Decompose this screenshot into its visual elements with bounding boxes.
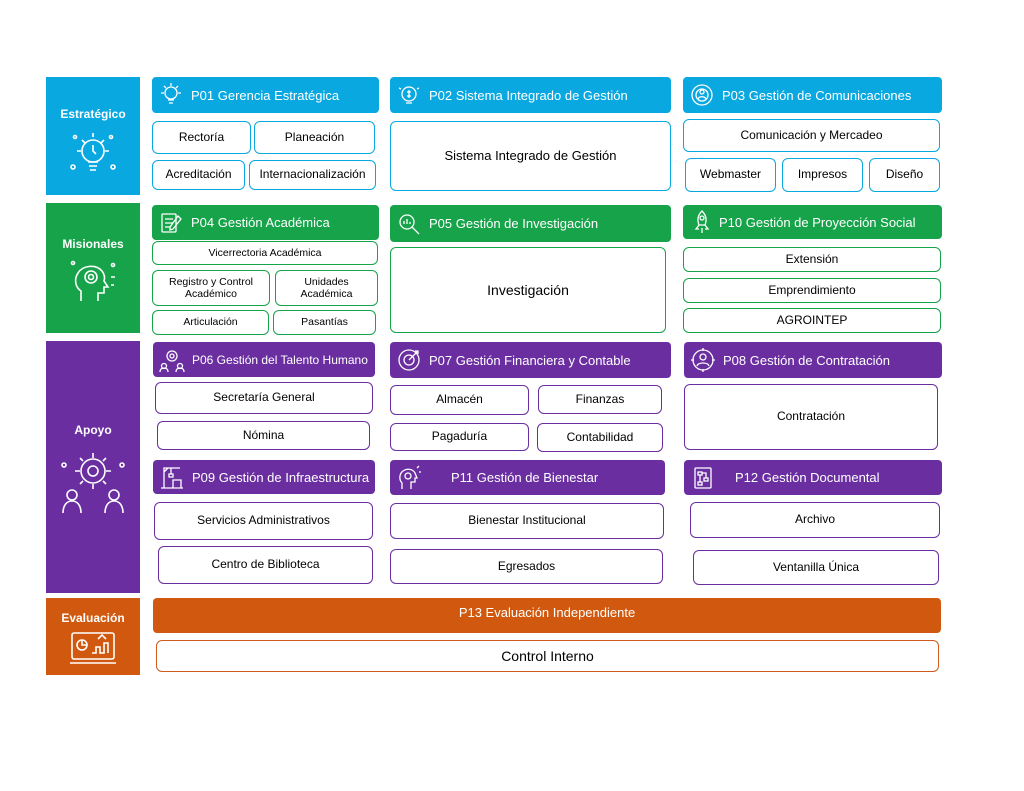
process-item: Nómina	[157, 421, 370, 450]
head-profile-icon	[67, 255, 119, 310]
process-header-p02: P02 Sistema Integrado de Gestión	[390, 77, 671, 113]
process-header-p11: P11 Gestión de Bienestar	[390, 460, 665, 495]
process-item: Vicerrectoria Académica	[152, 241, 378, 265]
process-header-p13: P13 Evaluación Independiente	[153, 598, 941, 633]
process-title: P03 Gestión de Comunicaciones	[722, 87, 912, 103]
process-title: P04 Gestión Académica	[191, 215, 330, 230]
document-network-icon	[688, 463, 718, 493]
process-item: Internacionalización	[249, 160, 376, 190]
process-item: Rectoría	[152, 121, 251, 154]
head-lightbulb-icon	[394, 463, 424, 493]
process-item: Planeación	[254, 121, 375, 154]
process-item: Investigación	[390, 247, 666, 333]
process-header-p03: P03 Gestión de Comunicaciones	[683, 77, 942, 113]
process-item: Control Interno	[156, 640, 939, 672]
process-item: AGROINTEP	[683, 308, 941, 333]
process-item: Pagaduría	[390, 423, 529, 451]
process-header-p07: P07 Gestión Financiera y Contable	[390, 342, 671, 378]
process-item: Articulación	[152, 310, 269, 335]
process-title: P07 Gestión Financiera y Contable	[429, 352, 631, 368]
category-label: Apoyo	[74, 423, 112, 437]
process-item: Centro de Biblioteca	[158, 546, 373, 584]
process-item: Contabilidad	[537, 423, 663, 452]
process-item: Archivo	[690, 502, 940, 538]
process-item: Finanzas	[538, 385, 662, 414]
process-header-p01: P01 Gerencia Estratégica	[152, 77, 379, 113]
process-item: Emprendimiento	[683, 278, 941, 303]
process-title: P06 Gestión del Talento Humano	[192, 352, 368, 367]
category-label: Evaluación	[61, 611, 125, 625]
process-item: Registro y Control Académico	[152, 270, 270, 306]
process-item: Contratación	[684, 384, 938, 450]
target-chart-icon	[394, 345, 424, 375]
process-title: P05 Gestión de Investigación	[429, 216, 599, 231]
process-header-p09: P09 Gestión de Infraestructura	[153, 460, 375, 494]
process-item: Secretaría General	[155, 382, 373, 414]
process-item: Diseño	[869, 158, 940, 192]
process-item: Unidades Académica	[275, 270, 378, 306]
process-item: Webmaster	[685, 158, 776, 192]
process-title: P09 Gestión de Infraestructura	[192, 469, 370, 485]
process-title: P12 Gestión Documental	[735, 470, 880, 485]
team-gear-icon	[157, 345, 187, 375]
process-title: P08 Gestión de Contratación	[723, 352, 890, 368]
process-title: P11 Gestión de Bienestar	[451, 470, 599, 485]
process-item: Bienestar Institucional	[390, 503, 664, 539]
process-item: Acreditación	[152, 160, 245, 190]
target-person-icon	[687, 80, 717, 110]
process-title: P13 Evaluación Independiente	[458, 605, 636, 620]
category-apoyo: Apoyo	[46, 341, 140, 593]
process-header-p12: P12 Gestión Documental	[684, 460, 942, 495]
category-label: Misionales	[62, 237, 124, 251]
category-label: Estratégico	[60, 107, 126, 121]
process-title: P10 Gestión de Proyección Social	[719, 214, 916, 230]
idea-coin-icon	[394, 80, 424, 110]
process-header-p04: P04 Gestión Académica	[152, 205, 379, 240]
process-item: Ventanilla Única	[693, 550, 939, 585]
process-item: Servicios Administrativos	[154, 502, 373, 540]
category-misionales: Misionales	[46, 203, 140, 333]
presentation-chart-icon	[68, 629, 118, 672]
process-title: P01 Gerencia Estratégica	[191, 87, 340, 103]
lightbulb-icon	[65, 127, 121, 186]
gear-people-icon	[58, 447, 128, 520]
process-item: Comunicación y Mercadeo	[683, 119, 940, 152]
process-item: Pasantías	[273, 310, 376, 335]
process-item: Impresos	[782, 158, 863, 192]
process-item: Egresados	[390, 549, 663, 584]
category-evaluacion: Evaluación	[46, 598, 140, 675]
lightbulb-gear-icon	[156, 80, 186, 110]
process-header-p08: P08 Gestión de Contratación	[684, 342, 942, 378]
process-header-p06: P06 Gestión del Talento Humano	[153, 342, 375, 377]
process-title: P02 Sistema Integrado de Gestión	[429, 87, 628, 103]
process-item: Extensión	[683, 247, 941, 272]
process-item: Almacén	[390, 385, 529, 415]
person-gear-icon	[688, 345, 718, 375]
process-header-p05: P05 Gestión de Investigación	[390, 205, 671, 242]
rocket-icon	[687, 207, 717, 237]
process-item: Sistema Integrado de Gestión	[390, 121, 671, 191]
notebook-pen-icon	[156, 208, 186, 238]
process-header-p10: P10 Gestión de Proyección Social	[683, 205, 942, 239]
crane-building-icon	[157, 462, 187, 492]
magnifier-chart-icon	[394, 209, 424, 239]
category-estrategico: Estratégico	[46, 77, 140, 195]
